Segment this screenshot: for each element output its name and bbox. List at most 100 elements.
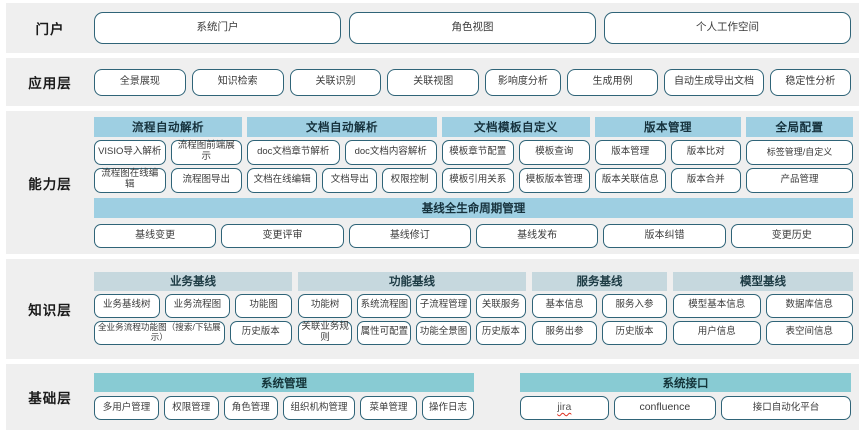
base-0-item-5[interactable]: 操作日志 xyxy=(421,396,474,420)
cap-4-1-0[interactable]: 产品管理 xyxy=(746,167,853,193)
knowledge-group-2-row-1: 服务出参 历史版本 xyxy=(532,320,667,345)
base-group-0-title: 系统管理 xyxy=(94,373,474,392)
lifecycle-item-1[interactable]: 变更评审 xyxy=(221,223,344,248)
cap-3-1-1[interactable]: 版本合并 xyxy=(670,167,741,193)
knowledge-group-2-row-0: 基本信息 服务入参 xyxy=(532,293,667,318)
lifecycle-item-5[interactable]: 变更历史 xyxy=(730,223,853,248)
kn-1-1-1[interactable]: 属性可配置 xyxy=(357,320,412,345)
kn-0-0-0[interactable]: 业务基线树 xyxy=(94,293,160,318)
layer-portal-items: 系统门户 角色视图 个人工作空间 xyxy=(94,7,859,49)
app-item-7[interactable]: 稳定性分析 xyxy=(769,68,852,96)
knowledge-group-0: 业务基线 业务基线树 业务流程图 功能图 全业务流程功能图（搜索/下钻展示） 历… xyxy=(94,271,292,345)
cap-2-0-0[interactable]: 模板章节配置 xyxy=(442,139,514,165)
kn-0-1-0[interactable]: 全业务流程功能图（搜索/下钻展示） xyxy=(94,320,225,345)
lifecycle-item-0[interactable]: 基线变更 xyxy=(94,223,217,248)
base-0-item-1[interactable]: 权限管理 xyxy=(164,396,219,420)
cap-1-0-1[interactable]: doc文档内容解析 xyxy=(344,139,437,165)
kn-0-1-1[interactable]: 历史版本 xyxy=(229,320,292,345)
capability-group-2-title: 文档模板自定义 xyxy=(442,116,590,137)
knowledge-group-0-row-1: 全业务流程功能图（搜索/下钻展示） 历史版本 xyxy=(94,320,292,345)
app-item-0[interactable]: 全景展现 xyxy=(94,68,186,96)
capability-group-4-row-1: 产品管理 xyxy=(746,167,853,193)
kn-1-1-2[interactable]: 功能全景图 xyxy=(416,320,471,345)
base-0-item-4[interactable]: 菜单管理 xyxy=(360,396,417,420)
capability-group-4: 全局配置 标签管理/自定义 产品管理 xyxy=(746,116,853,193)
capability-group-3-title: 版本管理 xyxy=(595,116,741,137)
kn-0-0-2[interactable]: 功能图 xyxy=(235,293,292,318)
kn-1-0-2[interactable]: 子流程管理 xyxy=(416,293,471,318)
cap-1-1-0[interactable]: 文档在线编辑 xyxy=(247,167,318,193)
knowledge-group-3-row-0: 模型基本信息 数据库信息 xyxy=(673,293,853,318)
lifecycle-item-3[interactable]: 基线发布 xyxy=(475,223,599,248)
kn-1-0-3[interactable]: 关联服务 xyxy=(475,293,527,318)
layer-portal: 门户 系统门户 角色视图 个人工作空间 xyxy=(6,3,859,53)
capability-lifecycle-items: 基线变更 变更评审 基线修订 基线发布 版本纠错 变更历史 xyxy=(94,223,853,248)
cap-3-0-0[interactable]: 版本管理 xyxy=(595,139,666,165)
knowledge-group-0-row-0: 业务基线树 业务流程图 功能图 xyxy=(94,293,292,318)
knowledge-group-1-row-1: 关联业务规则 属性可配置 功能全景图 历史版本 xyxy=(298,320,527,345)
layer-application: 应用层 全景展现 知识检索 关联识别 关联视图 影响度分析 生成用例 自动生成导… xyxy=(6,58,859,106)
portal-item-2[interactable]: 个人工作空间 xyxy=(604,12,851,44)
capability-group-0-title: 流程自动解析 xyxy=(94,116,242,137)
layer-base-body: 系统管理 多用户管理 权限管理 角色管理 组织机构管理 菜单管理 操作日志 系统… xyxy=(94,369,859,425)
cap-3-1-0[interactable]: 版本关联信息 xyxy=(595,167,666,193)
cap-0-0-0[interactable]: VISIO导入解析 xyxy=(94,139,166,165)
kn-1-0-1[interactable]: 系统流程图 xyxy=(357,293,412,318)
kn-3-0-0[interactable]: 模型基本信息 xyxy=(673,293,761,318)
cap-4-0-0[interactable]: 标签管理/自定义 xyxy=(746,139,853,165)
lifecycle-item-4[interactable]: 版本纠错 xyxy=(603,223,726,248)
cap-1-0-0[interactable]: doc文档章节解析 xyxy=(247,139,340,165)
knowledge-groups: 业务基线 业务基线树 业务流程图 功能图 全业务流程功能图（搜索/下钻展示） 历… xyxy=(94,271,853,345)
portal-item-0[interactable]: 系统门户 xyxy=(94,12,341,44)
cap-2-0-1[interactable]: 模板查询 xyxy=(518,139,590,165)
cap-0-0-1[interactable]: 流程图前端展示 xyxy=(170,139,242,165)
cap-2-1-0[interactable]: 模板引用关系 xyxy=(442,167,514,193)
kn-3-1-0[interactable]: 用户信息 xyxy=(673,320,761,345)
app-item-5[interactable]: 生成用例 xyxy=(566,68,659,96)
layer-knowledge-label: 知识层 xyxy=(28,303,72,318)
capability-group-1-row-1: 文档在线编辑 文档导出 权限控制 xyxy=(247,167,437,193)
base-0-item-3[interactable]: 组织机构管理 xyxy=(282,396,356,420)
kn-3-1-1[interactable]: 表空间信息 xyxy=(765,320,853,345)
base-group-1-items: jira confluence 接口自动化平台 xyxy=(520,396,851,420)
portal-item-1[interactable]: 角色视图 xyxy=(349,12,596,44)
kn-2-1-0[interactable]: 服务出参 xyxy=(532,320,597,345)
app-item-3[interactable]: 关联视图 xyxy=(387,68,480,96)
app-item-4[interactable]: 影响度分析 xyxy=(485,68,561,96)
cap-1-1-2[interactable]: 权限控制 xyxy=(382,167,437,193)
base-0-item-0[interactable]: 多用户管理 xyxy=(94,396,160,420)
base-1-item-0[interactable]: jira xyxy=(520,396,609,420)
knowledge-group-2-title: 服务基线 xyxy=(532,271,667,291)
capability-group-0-row-1: 流程图在线编辑 流程图导出 xyxy=(94,167,242,193)
cap-0-1-0[interactable]: 流程图在线编辑 xyxy=(94,167,166,193)
knowledge-group-2: 服务基线 基本信息 服务入参 服务出参 历史版本 xyxy=(532,271,667,345)
kn-1-0-0[interactable]: 功能树 xyxy=(298,293,353,318)
cap-0-1-1[interactable]: 流程图导出 xyxy=(170,167,242,193)
kn-2-0-0[interactable]: 基本信息 xyxy=(532,293,597,318)
base-1-item-2[interactable]: 接口自动化平台 xyxy=(721,396,851,420)
app-item-1[interactable]: 知识检索 xyxy=(191,68,284,96)
kn-3-0-1[interactable]: 数据库信息 xyxy=(765,293,853,318)
capability-group-2-row-0: 模板章节配置 模板查询 xyxy=(442,139,590,165)
kn-1-1-0[interactable]: 关联业务规则 xyxy=(298,320,353,345)
kn-2-0-1[interactable]: 服务入参 xyxy=(602,293,667,318)
kn-1-1-3[interactable]: 历史版本 xyxy=(475,320,527,345)
capability-group-2: 文档模板自定义 模板章节配置 模板查询 模板引用关系 模板版本管理 xyxy=(442,116,590,193)
app-item-2[interactable]: 关联识别 xyxy=(289,68,382,96)
layer-base-label: 基础层 xyxy=(28,391,72,406)
kn-0-0-1[interactable]: 业务流程图 xyxy=(164,293,231,318)
cap-3-0-1[interactable]: 版本比对 xyxy=(670,139,741,165)
base-1-item-1[interactable]: confluence xyxy=(613,396,717,420)
capability-group-1: 文档自动解析 doc文档章节解析 doc文档内容解析 文档在线编辑 文档导出 权… xyxy=(247,116,437,193)
layer-capability: 能力层 流程自动解析 VISIO导入解析 流程图前端展示 流程图在线编辑 流程图… xyxy=(6,111,859,254)
app-item-6[interactable]: 自动生成导出文档 xyxy=(664,68,764,96)
lifecycle-item-2[interactable]: 基线修订 xyxy=(348,223,471,248)
kn-2-1-1[interactable]: 历史版本 xyxy=(602,320,667,345)
cap-2-1-1[interactable]: 模板版本管理 xyxy=(518,167,590,193)
base-0-item-2[interactable]: 角色管理 xyxy=(223,396,278,420)
layer-portal-label: 门户 xyxy=(35,22,65,37)
knowledge-group-0-title: 业务基线 xyxy=(94,271,292,291)
cap-1-1-1[interactable]: 文档导出 xyxy=(322,167,378,193)
layer-knowledge: 知识层 业务基线 业务基线树 业务流程图 功能图 全业务流程功能图（搜索/下钻展… xyxy=(6,259,859,359)
